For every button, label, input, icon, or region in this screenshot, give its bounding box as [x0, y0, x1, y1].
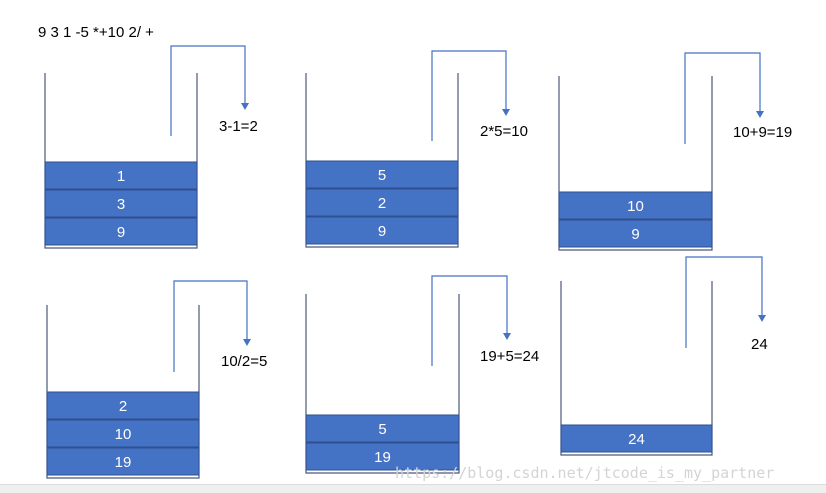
- stack-wall: [44, 73, 198, 249]
- stack-cell: [558, 191, 713, 220]
- stacks-layer: 1 3 9 3-1=2 5 2 9 2*5=10 10 9 10+9=19 2 10 19 10/2=5 5 1…: [44, 45, 792, 479]
- stack-cell-value: 10: [627, 198, 644, 215]
- stack-cell-value: 2: [119, 398, 127, 415]
- bottom-scrollbar: [0, 484, 826, 493]
- stack-6: 24 24: [560, 256, 768, 456]
- stack-cell: [46, 419, 200, 448]
- stack-cell: [44, 189, 198, 218]
- operation-label: 10+9=19: [733, 124, 792, 141]
- arrowhead-icon: [758, 315, 766, 322]
- stack-wall: [558, 76, 713, 251]
- arrowhead-icon: [241, 103, 249, 110]
- watermark-text: https://blog.csdn.net/jtcode_is_my_partn…: [395, 464, 774, 482]
- stack-cell: [44, 217, 198, 246]
- stack-wall: [305, 294, 460, 474]
- operation-arrow: [431, 275, 508, 366]
- stack-4: 2 10 19 10/2=5: [46, 280, 267, 479]
- stack-wall: [560, 281, 713, 456]
- stack-cell: [46, 391, 200, 420]
- operation-arrow: [173, 280, 248, 372]
- arrowhead-icon: [503, 333, 511, 340]
- stack-cell: [558, 219, 713, 248]
- stack-cell: [305, 414, 460, 443]
- stack-cell: [305, 188, 459, 217]
- operation-arrow: [431, 50, 507, 141]
- operation-label: 19+5=24: [480, 348, 539, 365]
- stack-cell-value: 1: [117, 168, 125, 185]
- arrowhead-icon: [756, 111, 764, 118]
- stack-wall: [305, 73, 459, 248]
- stack-cell-value: 19: [115, 454, 132, 471]
- operation-arrow: [684, 52, 761, 144]
- stack-cell-value: 5: [378, 167, 386, 184]
- stack-cell: [305, 442, 460, 471]
- operation-label: 24: [751, 336, 768, 353]
- stack-cell-value: 9: [631, 226, 639, 243]
- operation-label: 10/2=5: [221, 353, 267, 370]
- stack-cell-value: 3: [117, 196, 125, 213]
- stack-3: 10 9 10+9=19: [558, 52, 792, 251]
- stack-cell-value: 24: [628, 431, 645, 448]
- stack-cell-value: 2: [378, 195, 386, 212]
- stack-cell-value: 9: [378, 223, 386, 240]
- arrowhead-icon: [502, 109, 510, 116]
- stack-cell-value: 5: [378, 421, 386, 438]
- stack-cell: [305, 216, 459, 245]
- stack-cell-value: 19: [374, 449, 391, 466]
- operation-arrow: [685, 256, 763, 348]
- arrowhead-icon: [243, 339, 251, 346]
- stack-cell: [305, 160, 459, 189]
- stack-cell-value: 9: [117, 224, 125, 241]
- stack-cell: [46, 447, 200, 476]
- operation-label: 2*5=10: [480, 123, 528, 140]
- stack-5: 5 19 19+5=24: [305, 275, 539, 474]
- stack-2: 5 2 9 2*5=10: [305, 50, 528, 248]
- stack-1: 1 3 9 3-1=2: [44, 45, 258, 249]
- stack-cell: [44, 161, 198, 190]
- postfix-expression: 9 3 1 -5 *+10 2/ +: [38, 24, 154, 41]
- stack-cell: [560, 424, 713, 453]
- stack-cell-value: 10: [115, 426, 132, 443]
- operation-label: 3-1=2: [219, 118, 258, 135]
- operation-arrow: [170, 45, 246, 136]
